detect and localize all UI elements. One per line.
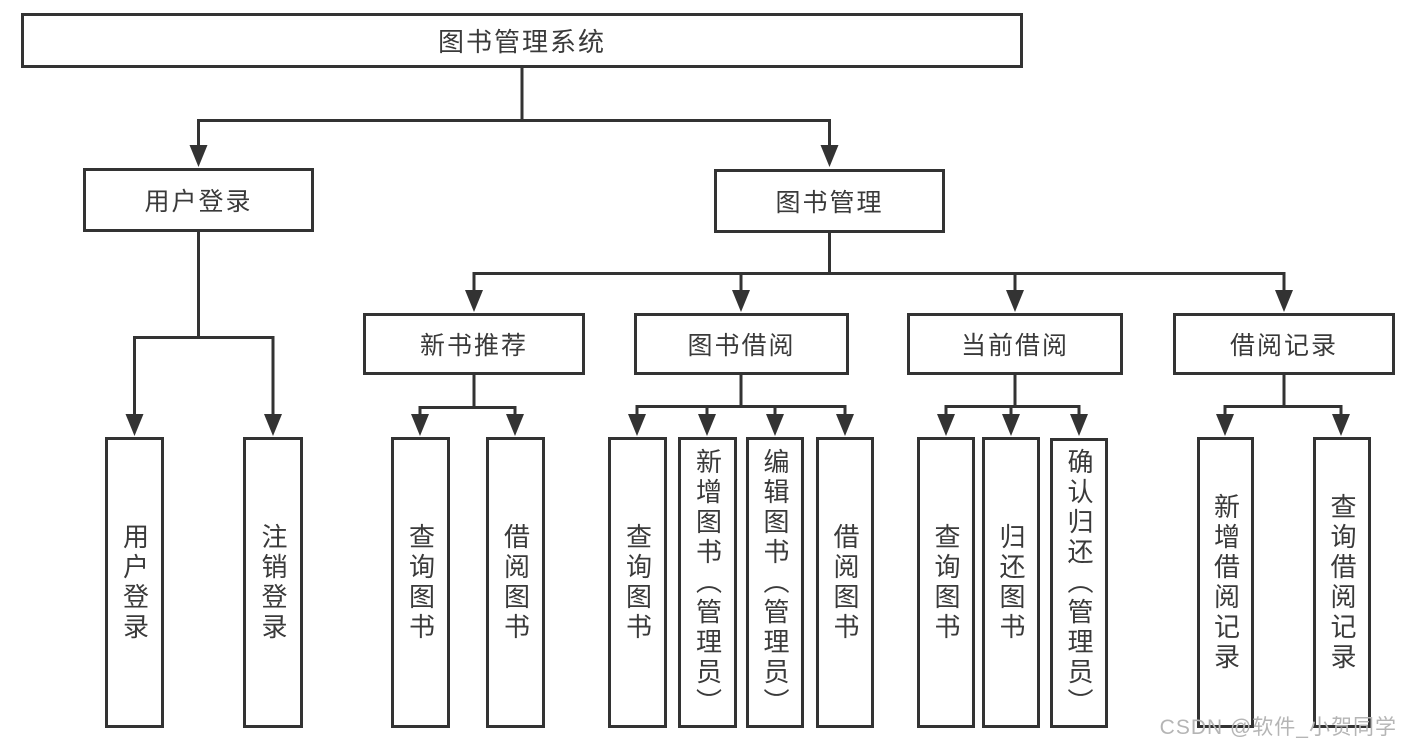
leaf-borrow-books-1: 借阅图书: [486, 437, 545, 728]
node-label: 查询图书: [405, 522, 436, 643]
arrowhead-icon: [820, 145, 839, 167]
node-new-book-recommend: 新书推荐: [363, 313, 585, 375]
leaf-query-books-3: 查询图书: [917, 437, 975, 728]
node-label: 用户登录: [144, 188, 253, 216]
node-label: 当前借阅: [960, 332, 1069, 360]
node-label: 查询图书: [931, 522, 961, 643]
connector-root-to-level2: [197, 68, 831, 146]
node-current-borrowing: 当前借阅: [907, 313, 1123, 375]
node-label: 借阅图书: [830, 522, 860, 643]
leaf-borrow-books-2: 借阅图书: [816, 437, 874, 728]
arrowhead-icon: [732, 290, 750, 312]
node-label: 注销登录: [258, 522, 288, 643]
arrowhead-icon: [1002, 414, 1020, 436]
node-label: 确认归还（管理员）: [1064, 448, 1094, 718]
node-label: 图书管理: [775, 189, 884, 217]
node-label: 图书借阅: [687, 332, 796, 360]
node-label: 归还图书: [996, 522, 1026, 643]
arrowhead-icon: [411, 414, 429, 436]
arrowhead-icon: [1006, 290, 1024, 312]
connector-bookmgmt-to-level3: [472, 232, 1286, 291]
leaf-add-borrow-record: 新增借阅记录: [1197, 437, 1254, 728]
leaf-add-books-admin: 新增图书（管理员）: [678, 437, 737, 728]
leaf-edit-books-admin: 编辑图书（管理员）: [746, 437, 804, 728]
watermark: CSDN @软件_小贺同学: [1159, 716, 1397, 739]
node-user-login: 用户登录: [83, 168, 314, 232]
arrowhead-icon: [1216, 414, 1234, 436]
node-label: 查询借阅记录: [1327, 492, 1357, 673]
leaf-user-login: 用户登录: [105, 437, 164, 728]
connector-borrow-to-leaves: [635, 375, 847, 415]
node-label: 图书管理系统: [437, 27, 606, 57]
node-label: 新增借阅记录: [1210, 492, 1241, 673]
leaf-confirm-return-admin: 确认归还（管理员）: [1050, 438, 1108, 728]
arrowhead-icon: [698, 414, 716, 436]
arrowhead-icon: [628, 414, 646, 436]
leaf-query-books-2: 查询图书: [608, 437, 667, 728]
arrowhead-icon: [1070, 414, 1088, 436]
arrowhead-icon: [1332, 414, 1350, 436]
arrowhead-icon: [189, 145, 208, 167]
node-library-system: 图书管理系统: [21, 13, 1023, 68]
node-book-borrowing: 图书借阅: [634, 313, 849, 375]
leaf-return-books: 归还图书: [982, 437, 1040, 728]
connector-current-to-leaves: [944, 375, 1081, 415]
node-label: 借阅图书: [500, 522, 531, 643]
connector-newbooks-to-leaves: [418, 375, 517, 415]
arrowhead-icon: [836, 414, 854, 436]
node-label: 新增图书（管理员）: [692, 447, 723, 718]
leaf-query-books-1: 查询图书: [391, 437, 450, 728]
node-label: 查询图书: [622, 522, 653, 643]
node-book-management: 图书管理: [714, 169, 945, 233]
node-label: 用户登录: [119, 522, 150, 643]
leaf-logout: 注销登录: [243, 437, 303, 728]
arrowhead-icon: [766, 414, 784, 436]
arrowhead-icon: [465, 290, 483, 312]
arrowhead-icon: [937, 414, 955, 436]
node-label: 编辑图书（管理员）: [760, 447, 790, 718]
arrowhead-icon: [506, 414, 524, 436]
arrowhead-icon: [125, 414, 144, 436]
leaf-query-borrow-record: 查询借阅记录: [1313, 437, 1371, 728]
connector-userlogin-to-leaves: [133, 232, 275, 415]
node-label: 新书推荐: [419, 332, 528, 360]
arrowhead-icon: [264, 414, 282, 436]
node-label: 借阅记录: [1229, 332, 1338, 360]
connector-records-to-leaves: [1223, 375, 1343, 415]
node-borrow-records: 借阅记录: [1173, 313, 1395, 375]
arrowhead-icon: [1275, 290, 1293, 312]
